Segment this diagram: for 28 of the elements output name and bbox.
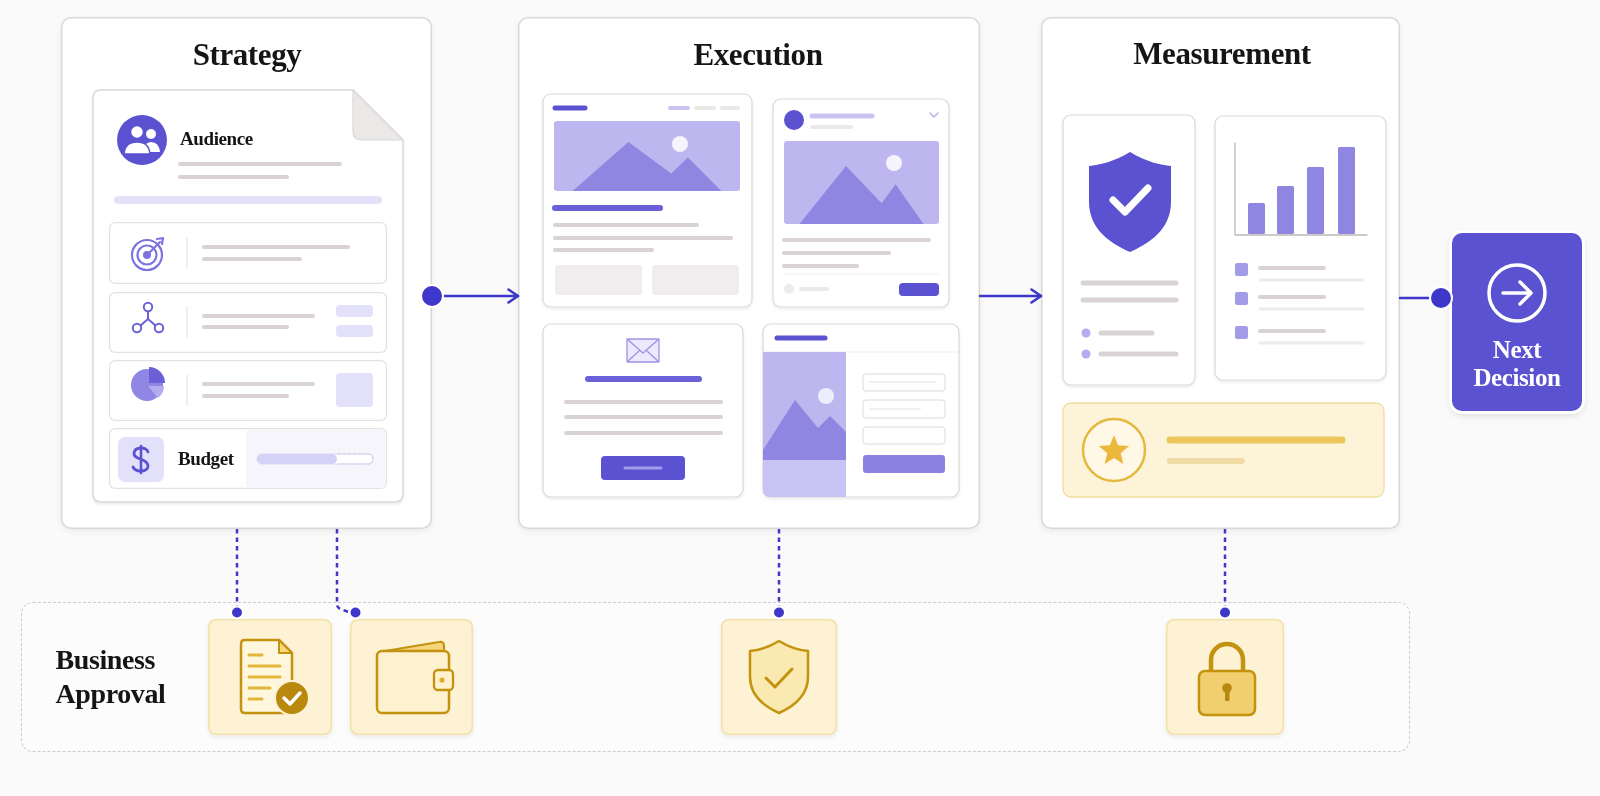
list-row	[109, 360, 387, 421]
row-label: Budget	[178, 447, 234, 470]
decision-box	[1452, 233, 1582, 411]
arrow	[420, 284, 520, 308]
decision-label: Next Decision	[1472, 336, 1562, 392]
stage-panel	[1041, 17, 1400, 529]
panel-title: Strategy	[192, 36, 302, 73]
connector-line	[1398, 286, 1454, 310]
icon-tile	[720, 618, 837, 735]
approval-lane	[21, 602, 1410, 752]
icon-tile	[207, 618, 332, 735]
list-row	[109, 428, 387, 489]
dotted-connector	[1218, 529, 1232, 620]
list-row	[109, 292, 387, 353]
panel-title: Measurement	[1133, 35, 1311, 72]
list-row	[109, 222, 387, 284]
icon-tile	[1165, 618, 1284, 735]
lane-label: Business Approval	[55, 642, 167, 711]
dotted-connector	[772, 529, 786, 620]
panel-title: Execution	[693, 36, 823, 73]
arrow	[978, 288, 1043, 304]
stage-panel	[518, 17, 980, 529]
icon-tile	[349, 618, 473, 735]
document-card	[93, 90, 403, 502]
dotted-connector	[230, 529, 244, 620]
stage-panel	[61, 17, 432, 529]
dotted-connector	[335, 529, 362, 620]
section-heading: Audience	[180, 127, 253, 150]
